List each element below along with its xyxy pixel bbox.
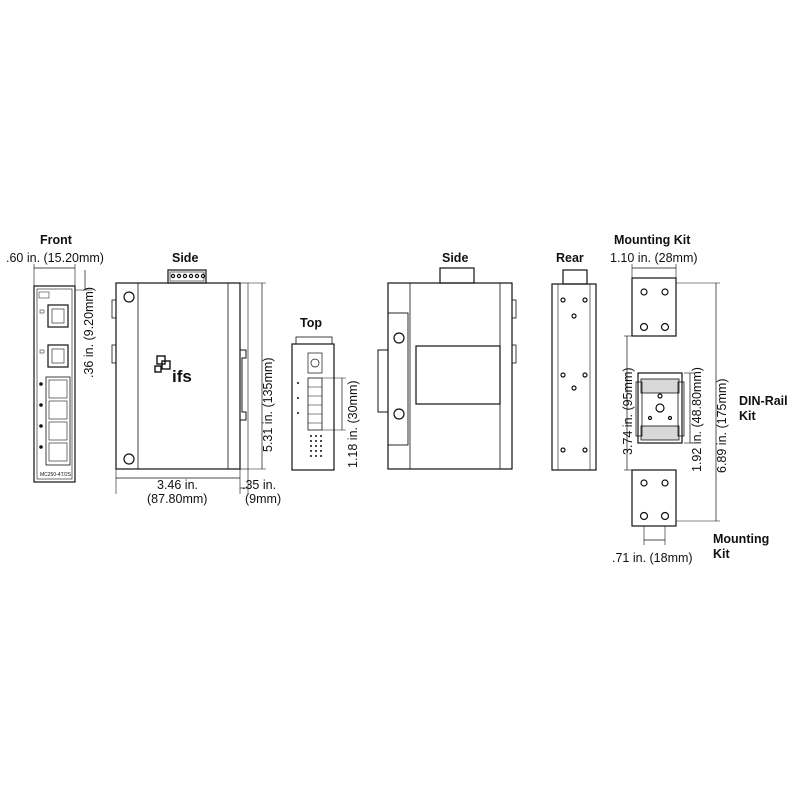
model-label: MC250-4T/2S [40,472,72,478]
mounting-kit-bottom [631,469,677,545]
rear-view [551,269,597,471]
top-view [291,336,346,471]
side-view-right-title: Side [442,251,468,265]
din-height-label: 1.92 in. (48.80mm) [690,367,704,472]
kit-top-width-label: 1.10 in. (28mm) [610,251,698,265]
side-height-label: 5.31 in. (135mm) [261,358,275,452]
front-width-label: .60 in. (15.20mm) [6,251,104,265]
side-view-title: Side [172,251,198,265]
kit-bottom-width-label: .71 in. (18mm) [612,551,693,565]
rear-view-title: Rear [556,251,584,265]
kit-total-label: 6.89 in. (175mm) [715,379,729,473]
front-depth-label: .36 in. (9.20mm) [82,287,96,378]
mounting-kit-top-title: Mounting Kit [614,233,691,247]
mounting-kit-bottom-title-2: Kit [713,547,731,561]
clip-width-label-1: .35 in. [242,478,276,492]
mounting-kit-top [631,264,677,337]
side-view-left [111,269,266,494]
kit-total-dimension [676,282,720,522]
top-view-title: Top [300,316,322,330]
top-height-label: 1.18 in. (30mm) [346,380,360,468]
side-width-label-2: (87.80mm) [147,492,207,506]
front-view [33,264,92,483]
front-view-title: Front [40,233,73,247]
clip-width-label-2: (9mm) [245,492,281,506]
kit-spacing-dimension [624,335,632,471]
side-width-label-1: 3.46 in. [157,478,198,492]
brand-logo-text: ifs [172,367,192,386]
din-rail-kit-title-2: Kit [739,409,757,423]
mounting-kit-bottom-title-1: Mounting [713,532,769,546]
din-rail-kit-title-1: DIN-Rail [739,394,788,408]
kit-spacing-label: 3.74 in. (95mm) [621,367,635,455]
side-view-right [377,267,517,470]
din-rail-kit [635,372,694,444]
